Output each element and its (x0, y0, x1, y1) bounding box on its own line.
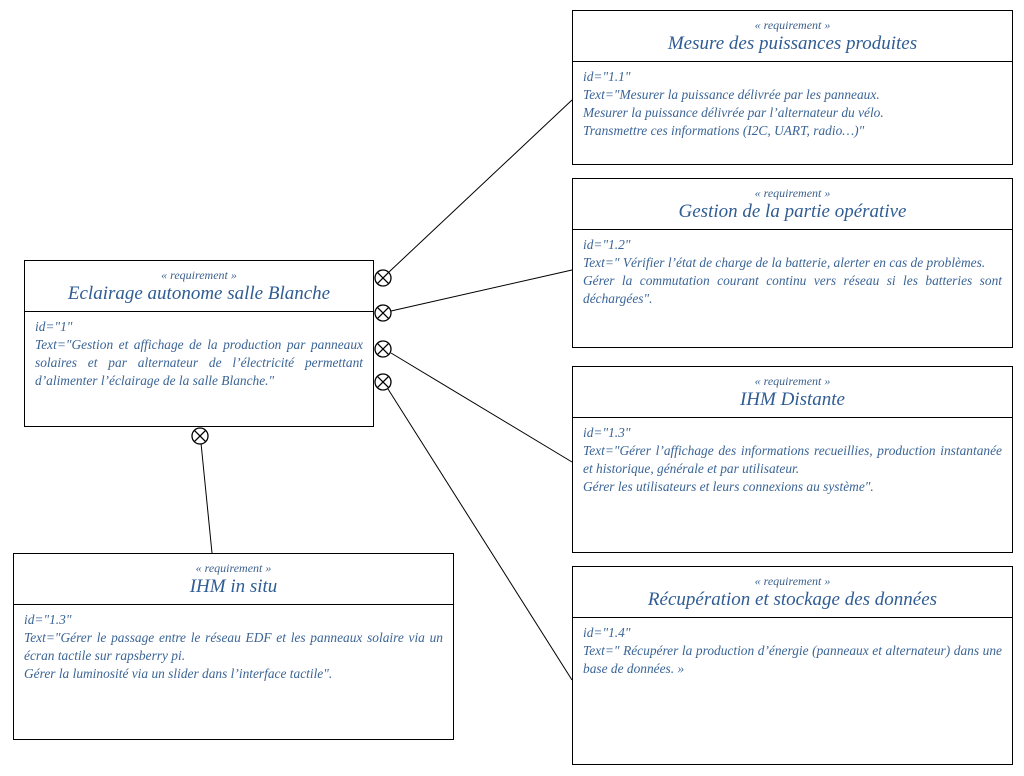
containment-icon (374, 269, 392, 287)
link-line-1-4 (387, 388, 573, 681)
requirement-body: id="1.3" Text="Gérer l’affichage des inf… (573, 418, 1012, 496)
requirement-header: « requirement » IHM in situ (14, 554, 453, 605)
requirement-id: id="1.1" (583, 69, 631, 84)
containment-icon (374, 304, 392, 322)
requirement-id: id="1.4" (583, 625, 631, 640)
link-line-1-3 (390, 352, 573, 463)
requirement-box-main[interactable]: « requirement » Eclairage autonome salle… (24, 260, 374, 427)
requirement-body: id="1" Text="Gestion et affichage de la … (25, 312, 373, 390)
requirement-id: id="1" (35, 319, 73, 334)
requirement-body: id="1.4" Text=" Récupérer la production … (573, 618, 1012, 678)
requirement-header: « requirement » Mesure des puissances pr… (573, 11, 1012, 62)
requirement-text-line: Gérer les utilisateurs et leurs connexio… (583, 479, 874, 494)
requirement-id: id="1.3" (583, 425, 631, 440)
containment-icon (374, 340, 392, 358)
link-line-1-1 (388, 99, 573, 273)
requirement-title: IHM in situ (189, 576, 278, 597)
stereotype-label: « requirement » (754, 186, 831, 200)
requirement-body: id="1.2" Text=" Vérifier l’état de charg… (573, 230, 1012, 308)
requirement-id: id="1.2" (583, 237, 631, 252)
requirement-text-line: Gérer la luminosité via un slider dans l… (24, 666, 333, 681)
link-line-in-situ (200, 442, 213, 554)
requirement-title: Eclairage autonome salle Blanche (67, 283, 331, 304)
requirement-text: Text="Gestion et affichage de la product… (35, 337, 363, 388)
requirement-body: id="1.1" Text="Mesurer la puissance déli… (573, 62, 1012, 140)
requirement-header: « requirement » Gestion de la partie opé… (573, 179, 1012, 230)
requirement-title: Gestion de la partie opérative (678, 201, 907, 222)
stereotype-label: « requirement » (161, 268, 237, 282)
containment-icon (374, 373, 392, 391)
requirement-title: Mesure des puissances produites (667, 33, 918, 54)
stereotype-label: « requirement » (754, 374, 831, 388)
stereotype-label: « requirement » (754, 18, 831, 32)
requirement-box-ihm-distante[interactable]: « requirement » IHM Distante id="1.3" Te… (572, 366, 1013, 553)
requirement-text-line: Mesurer la puissance délivrée par l’alte… (583, 105, 884, 120)
requirement-header: « requirement » Récupération et stockage… (573, 567, 1012, 618)
requirement-box-ihm-in-situ[interactable]: « requirement » IHM in situ id="1.3" Tex… (13, 553, 454, 740)
requirement-text-line: Text="Gérer le passage entre le réseau E… (24, 630, 443, 663)
requirement-text-line: Text=" Vérifier l’état de charge de la b… (583, 255, 986, 270)
requirement-title: IHM Distante (739, 389, 845, 410)
requirement-box-1-2[interactable]: « requirement » Gestion de la partie opé… (572, 178, 1013, 348)
requirement-body: id="1.3" Text="Gérer le passage entre le… (14, 605, 453, 683)
requirement-text-line: Text="Gérer l’affichage des informations… (583, 443, 1002, 476)
requirement-text-line: Transmettre ces informations (I2C, UART,… (583, 123, 865, 138)
requirement-header: « requirement » Eclairage autonome salle… (25, 261, 373, 312)
containment-icon (191, 427, 209, 445)
requirement-text-line: Gérer la commutation courant continu ver… (583, 273, 1002, 306)
requirement-title: Récupération et stockage des données (647, 589, 938, 610)
requirement-id: id="1.3" (24, 612, 72, 627)
requirement-text-line: Text=" Récupérer la production d’énergie… (583, 643, 1002, 676)
requirement-box-1-1[interactable]: « requirement » Mesure des puissances pr… (572, 10, 1013, 165)
stereotype-label: « requirement » (195, 561, 272, 575)
requirement-box-1-4[interactable]: « requirement » Récupération et stockage… (572, 566, 1013, 765)
link-line-1-2 (390, 269, 573, 312)
requirement-header: « requirement » IHM Distante (573, 367, 1012, 418)
stereotype-label: « requirement » (754, 574, 831, 588)
requirement-text-line: Text="Mesurer la puissance délivrée par … (583, 87, 880, 102)
